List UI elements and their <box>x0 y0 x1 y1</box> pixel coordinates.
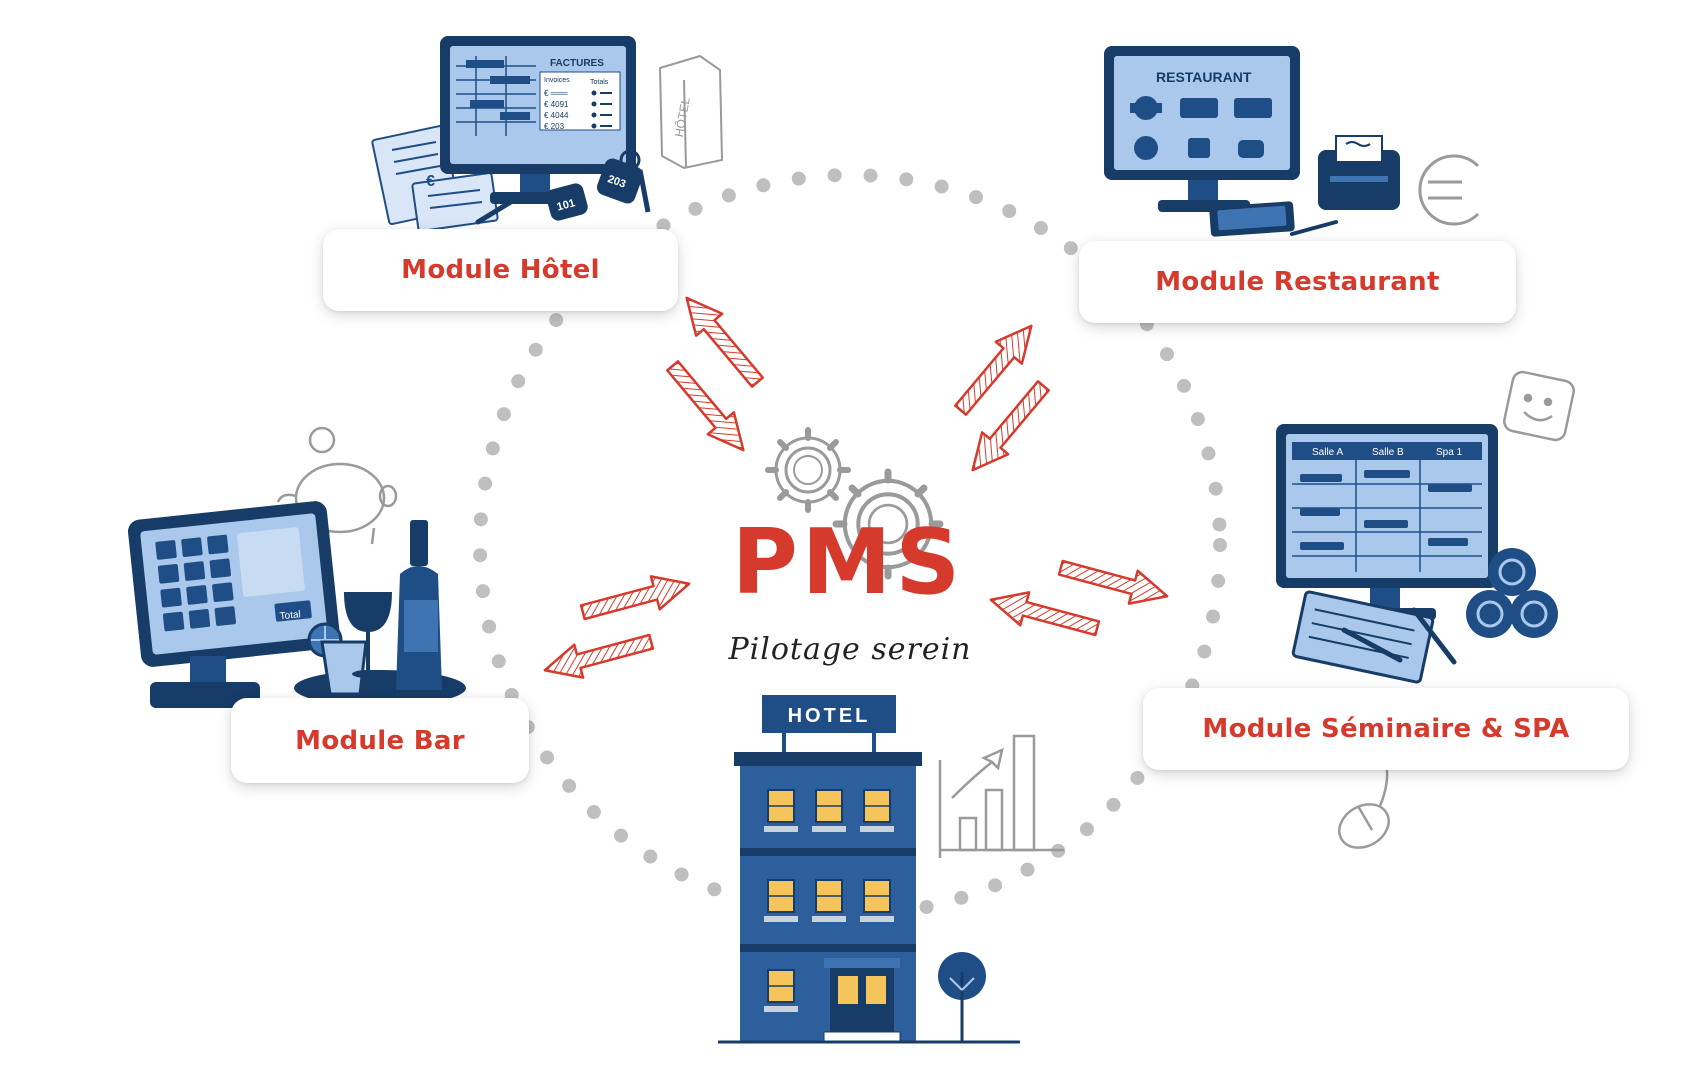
hotel-sign-text: HOTEL <box>788 705 871 727</box>
module-hotel-card[interactable]: Module Hôtel <box>323 229 678 311</box>
arrow-to-seminaire <box>1055 550 1173 614</box>
module-bar-card[interactable]: Module Bar <box>231 698 529 783</box>
seminaire-module-illustration: Salle A Salle B Spa 1 <box>1276 370 1575 849</box>
binder-label: HÔTEL <box>671 96 693 138</box>
hotel-building: HOTEL <box>718 695 1020 1044</box>
room-col-salle-b: Salle B <box>1372 447 1404 458</box>
growth-chart-sketch-icon <box>938 734 1064 858</box>
glass-icon <box>320 640 368 696</box>
module-hotel-label: Module Hôtel <box>401 255 600 285</box>
euro-sketch-icon <box>1418 154 1480 226</box>
seminaire-monitor: Salle A Salle B Spa 1 <box>1276 424 1498 620</box>
module-seminaire-label: Module Séminaire & SPA <box>1202 714 1570 744</box>
invoice-papers: € <box>371 125 499 232</box>
rolled-towels-icon <box>1466 548 1558 638</box>
pen-icon <box>1341 627 1403 663</box>
pen-icon <box>475 197 517 225</box>
module-seminaire-card[interactable]: Module Séminaire & SPA <box>1143 688 1629 770</box>
svg-text:€: € <box>426 173 435 190</box>
room-col-salle-a: Salle A <box>1312 447 1343 458</box>
key-tag-101: 101 <box>556 197 577 213</box>
arrow-to-pms-from-bar <box>577 566 695 630</box>
tree-icon <box>938 952 986 1042</box>
restaurant-screen-title: RESTAURANT <box>1156 69 1252 85</box>
pen-icon <box>1411 607 1457 665</box>
pos-total-label: Total <box>279 609 301 622</box>
pen-icon <box>1290 220 1338 236</box>
hotel-module-illustration: € FACTURES Invoices Totals <box>371 36 724 232</box>
hotel-screen-title: FACTURES <box>550 58 604 69</box>
hotel-screen-row-3: € 4044 <box>544 111 569 120</box>
pms-tagline: Pilotage serein <box>728 632 972 667</box>
module-bar-label: Module Bar <box>295 725 465 756</box>
gears-icon <box>765 427 944 580</box>
restaurant-module-illustration: RESTAURANT <box>1104 46 1480 237</box>
hotel-screen-row-1: € ═══ <box>544 89 568 98</box>
drinks-tray <box>294 520 466 706</box>
hotel-screen-row-4: € 203 <box>544 122 565 131</box>
bottle-icon <box>396 520 442 690</box>
restaurant-monitor: RESTAURANT <box>1104 46 1300 212</box>
hotel-screen-col-invoices: Invoices <box>544 77 570 84</box>
bar-module-illustration: Total <box>128 426 466 708</box>
arrow-to-bar <box>539 624 657 688</box>
room-col-spa-1: Spa 1 <box>1436 447 1463 458</box>
mouse-sketch-icon <box>1338 761 1390 849</box>
module-restaurant-card[interactable]: Module Restaurant <box>1079 241 1516 323</box>
binder-sketch: HÔTEL <box>658 54 724 170</box>
hotel-screen-col-totals: Totals <box>590 79 609 86</box>
hotel-sign <box>762 695 896 733</box>
module-restaurant-label: Module Restaurant <box>1155 267 1440 297</box>
receipt-printer-icon <box>1318 135 1400 210</box>
pms-title: PMS <box>731 510 965 615</box>
hotel-monitor: FACTURES Invoices Totals € ═══ € 4091 € … <box>440 36 636 204</box>
smiley-sketch-icon <box>1503 370 1575 442</box>
notepad-icon <box>1291 590 1435 684</box>
key-tag-203: 203 <box>606 173 627 191</box>
wine-glass-icon <box>344 592 392 678</box>
hotel-screen-row-2: € 4091 <box>544 100 569 109</box>
room-keys-icon: 101 203 <box>546 149 651 221</box>
hotel-windows <box>764 789 894 1012</box>
pos-terminal: Total <box>128 501 340 708</box>
hotel-door <box>823 958 901 1043</box>
tablet-icon <box>1209 201 1295 237</box>
